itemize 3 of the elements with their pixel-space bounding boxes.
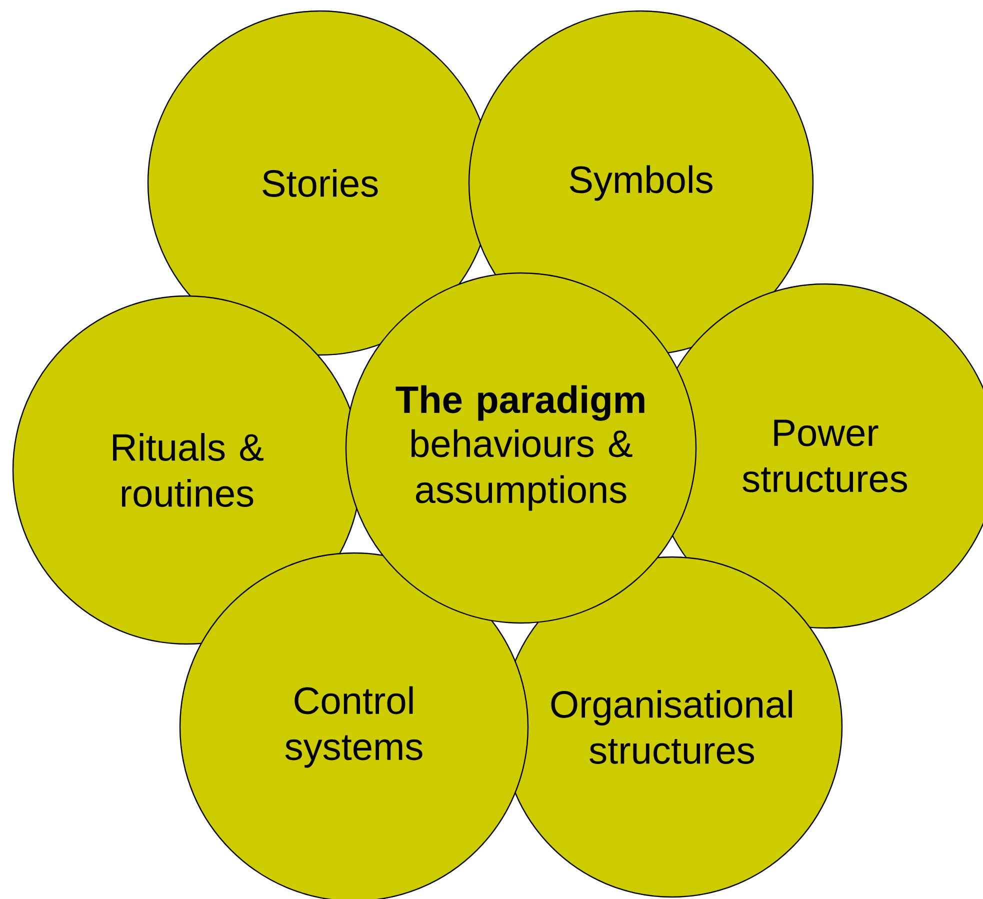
node-label: Organisational structures — [551, 690, 792, 764]
node-label: Power structures — [742, 420, 908, 492]
node-label: Control systems — [285, 686, 422, 768]
